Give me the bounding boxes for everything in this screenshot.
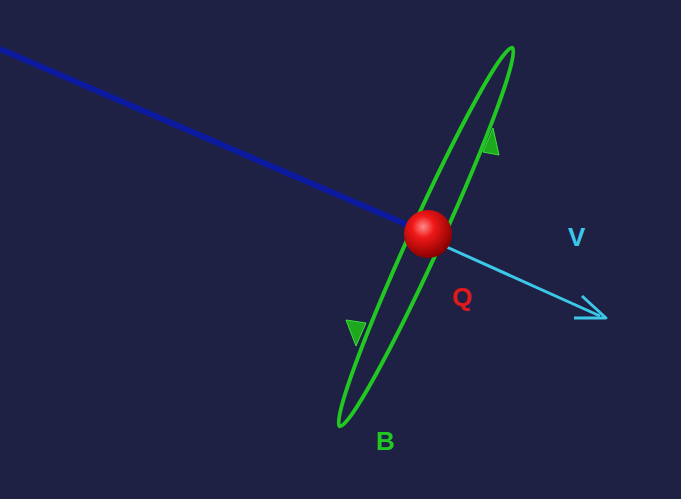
path-line	[0, 49, 410, 226]
velocity-label: V	[568, 224, 585, 250]
charge-sphere	[404, 210, 452, 258]
charge-label: Q	[452, 284, 472, 310]
field-loop	[325, 41, 527, 433]
velocity-arrow	[440, 244, 606, 318]
field-label: B	[376, 428, 395, 454]
